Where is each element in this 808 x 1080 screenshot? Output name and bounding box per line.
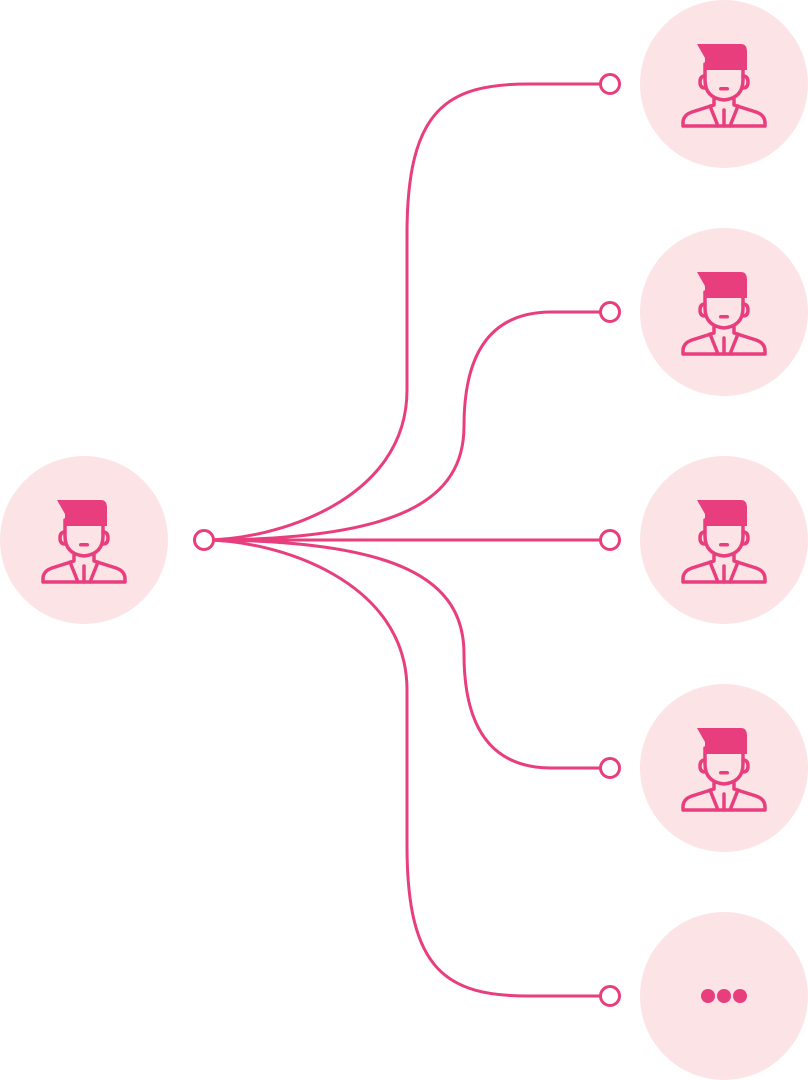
source-node-circle <box>0 456 168 624</box>
connection-line-4 <box>202 538 612 770</box>
target-node-3 <box>599 456 808 624</box>
target-connector-port <box>599 73 621 95</box>
target-node-circle <box>640 228 808 396</box>
target-connector-port <box>599 301 621 323</box>
connection-line-1 <box>202 82 612 542</box>
target-node-1 <box>599 0 808 168</box>
dot-3 <box>733 989 747 1003</box>
source-node <box>0 456 215 624</box>
source-connector-port <box>193 529 215 551</box>
target-node-circle <box>640 0 808 168</box>
target-node-4 <box>599 684 808 852</box>
more-dots-icon <box>701 989 747 1003</box>
connection-lines <box>202 82 612 998</box>
target-node-2 <box>599 228 808 396</box>
connection-line-5 <box>202 538 612 998</box>
target-node-5 <box>599 912 808 1080</box>
dot-1 <box>701 989 715 1003</box>
dot-2 <box>717 989 731 1003</box>
target-connector-port <box>599 529 621 551</box>
target-node-circle <box>640 456 808 624</box>
connection-line-2 <box>202 310 612 542</box>
target-connector-port <box>599 985 621 1007</box>
target-node-circle <box>640 684 808 852</box>
target-connector-port <box>599 757 621 779</box>
